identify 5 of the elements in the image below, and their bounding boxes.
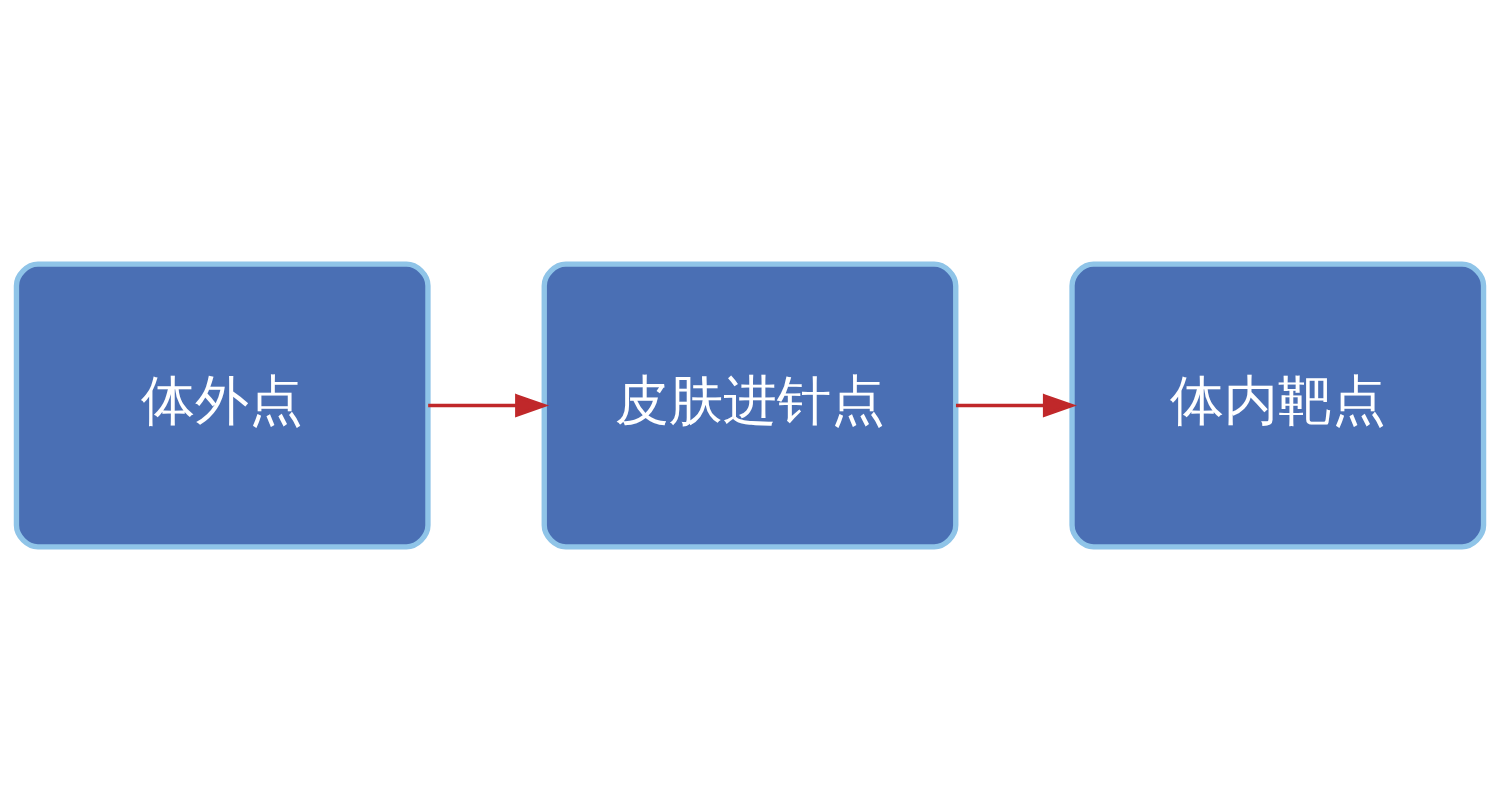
node-box: 体内靶点 xyxy=(1069,261,1487,550)
node-box: 体外点 xyxy=(13,261,431,550)
node-box: 皮肤进针点 xyxy=(541,261,959,550)
arrow xyxy=(428,393,550,418)
arrow xyxy=(955,393,1077,418)
